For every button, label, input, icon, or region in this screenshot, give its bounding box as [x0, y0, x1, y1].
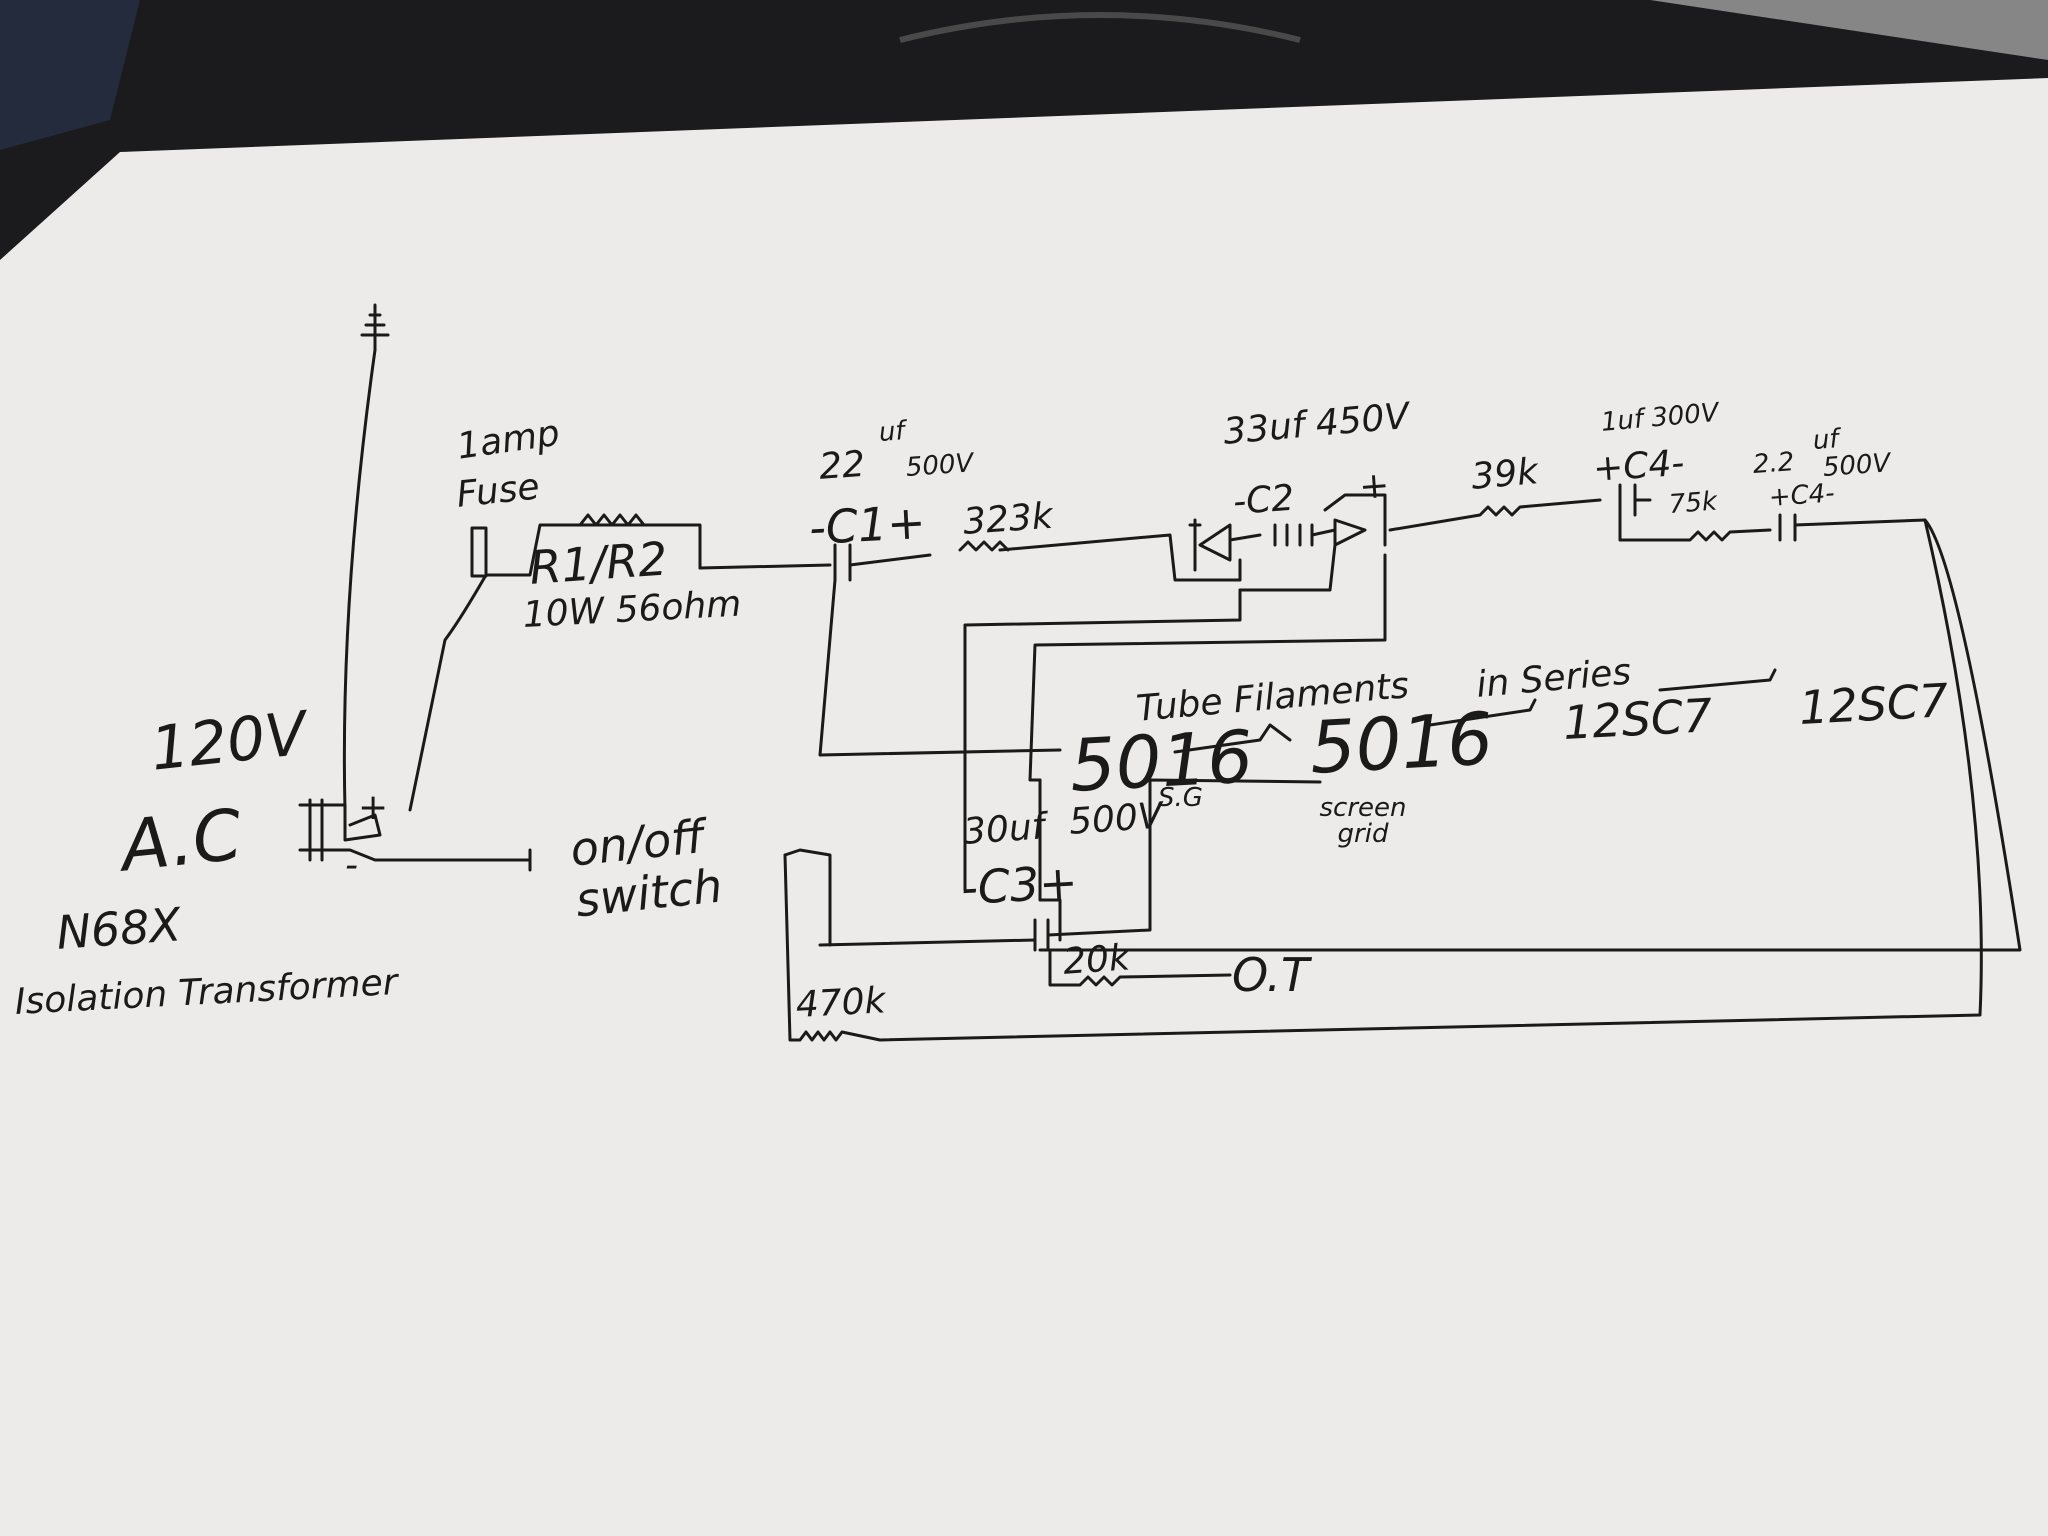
resistor-icon	[578, 513, 646, 527]
c3-voltage-label: 500V	[1067, 795, 1164, 843]
circuit-wires	[298, 303, 2022, 1042]
r323k-label: 323k	[961, 495, 1054, 543]
c1-unit-label: uf	[877, 416, 906, 448]
transformer-minus-label: -	[345, 845, 358, 886]
c2-name-label: -C2	[1231, 477, 1296, 523]
r39k-label: 39k	[1469, 451, 1540, 498]
r1r2-label: R1/R2	[527, 531, 670, 595]
c1-voltage-label: 500V	[904, 448, 975, 483]
paper-sheet	[0, 78, 2048, 1536]
c4b-value-label: 2.2	[1751, 447, 1796, 480]
output-transformer-label: O.T	[1232, 948, 1310, 1002]
tube-3-label: 12SC7	[1561, 688, 1714, 750]
transformer-plus-label: +	[358, 787, 389, 828]
ac-label: A.C	[117, 793, 246, 888]
on-off-switch-label: on/off switch	[567, 808, 725, 928]
metal-edge	[1650, 0, 2048, 60]
c4b-unit-label: uf	[1811, 424, 1840, 456]
tube-2-label: 5016	[1307, 696, 1496, 790]
c1-name-label: -C1+	[807, 494, 927, 555]
c2-plus-label: +	[1357, 464, 1391, 508]
voltage-120-label: 120V	[147, 698, 310, 785]
c4a-name-label: +C4-	[1591, 442, 1686, 490]
c4b-voltage-label: 500V	[1821, 448, 1892, 483]
fuse-label: Fuse	[454, 466, 542, 516]
tube-4-label: 12SC7	[1797, 673, 1950, 735]
sg-label: S.G	[1158, 783, 1203, 813]
ground-icon	[360, 303, 390, 352]
transformer-icon	[308, 798, 324, 862]
diode-icon	[1188, 518, 1232, 572]
c1-value-label: 22	[817, 443, 867, 488]
r75k-label: 75k	[1667, 486, 1718, 520]
c4b-name-label: +C4-	[1767, 478, 1836, 513]
fuse-icon	[470, 526, 488, 578]
c3-name-label: -C3+	[959, 854, 1079, 915]
cable	[899, 12, 1301, 43]
transformer-id-label: N68X	[54, 897, 183, 960]
r20k-label: 20k	[1061, 937, 1132, 983]
blue-object	[0, 0, 140, 150]
r470k-label: 470k	[794, 980, 887, 1026]
screen-grid-label: screen grid	[1319, 793, 1407, 849]
c3-value-label: 30uf	[961, 806, 1046, 853]
